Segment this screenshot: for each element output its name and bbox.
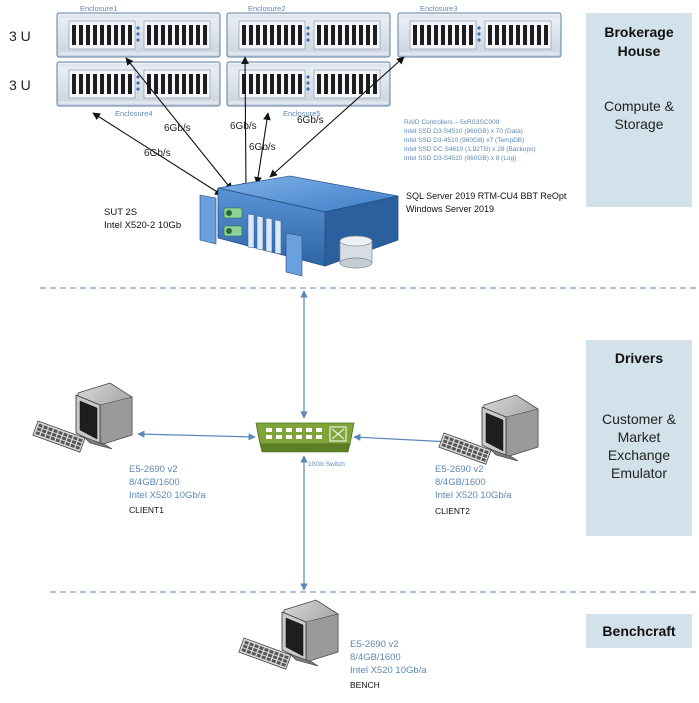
sas-link-enclosure4 <box>92 112 223 196</box>
sas-link-enclosure2 <box>241 56 250 191</box>
zone-brokerage-house: Brokerage House Compute & Storage <box>586 13 692 207</box>
bench-workstation-icon <box>238 599 339 670</box>
client-spec-line: E5-2690 v2 <box>435 464 484 475</box>
client-name-bench: BENCH <box>350 680 380 690</box>
client-spec-line: 8/4GB/1600 <box>435 477 486 488</box>
client-spec-line: 8/4GB/1600 <box>129 477 180 488</box>
client-name-2: CLIENT2 <box>435 506 470 516</box>
server-software-line: SQL Server 2019 RTM-CU4 BBT ReOpt <box>406 191 567 201</box>
storage-specs: RAID Controllers – 5xRS3SC008 Intel SSD … <box>404 119 536 162</box>
zone-benchcraft: Benchcraft <box>586 614 692 648</box>
client-spec-line: E5-2690 v2 <box>350 639 399 650</box>
zone-title-drivers: Drivers <box>614 350 664 366</box>
enclosure-label-2: Enclosure2 <box>248 4 286 13</box>
disk-enclosure-4 <box>56 61 221 107</box>
disk-enclosure-3 <box>397 12 562 58</box>
storage-spec-line: Intel SSD D3-S4510 (960GB) x 8 (Log) <box>404 155 516 162</box>
sas-link-enclosure3 <box>269 56 405 178</box>
disk-enclosure-5 <box>226 61 391 107</box>
client-spec-line: Intel X520 10Gb/a <box>350 665 427 676</box>
storage-spec-line: Intel SSD D3-S4510 (960GB) x 70 (Data) <box>404 128 523 135</box>
zone-title-brokerage: Brokerage House <box>604 24 674 59</box>
database-icon <box>339 235 373 269</box>
server-nic: Intel X520-2 10Gb <box>104 220 181 231</box>
client1-workstation-icon <box>32 382 133 453</box>
link-speed-label-4: 6Gb/s <box>249 142 276 153</box>
zone-drivers: Drivers Customer & Market Exchange Emula… <box>586 340 692 536</box>
zone-subtitle-drivers: Customer & Market Exchange Emulator <box>602 411 676 481</box>
network-links <box>137 290 471 591</box>
client-spec-line: Intel X520 10Gb/a <box>129 490 206 501</box>
sas-links <box>92 56 405 196</box>
sut-server <box>199 175 399 277</box>
link-speed-label-1: 6Gb/s <box>164 123 191 134</box>
server-software-line: Windows Server 2019 <box>406 204 494 214</box>
switch-label: 10Gb Switch <box>308 461 345 468</box>
storage-spec-line: Intel SSD DC S4610 (1.92TB) x 28 (Backup… <box>404 146 536 153</box>
server-name: SUT 2S <box>104 207 137 218</box>
link-speed-label-3: 6Gb/s <box>230 121 257 132</box>
disk-enclosure-2 <box>226 12 391 58</box>
client-spec-line: E5-2690 v2 <box>129 464 178 475</box>
link-speed-label-2: 6Gb/s <box>144 148 171 159</box>
zone-title-benchcraft: Benchcraft <box>602 623 676 639</box>
network-switch <box>255 422 355 453</box>
enclosure-label-3: Enclosure3 <box>420 4 458 13</box>
enclosure-label-1: Enclosure1 <box>80 4 118 13</box>
sas-link-enclosure5 <box>254 112 271 185</box>
zone-subtitle-brokerage: Compute & Storage <box>603 98 675 132</box>
link-client1-switch <box>137 430 256 441</box>
link-speed-label-5: 6Gb/s <box>297 115 324 126</box>
storage-spec-line: Intel SSD D3-4510 (960GB) x7 (TempDB) <box>404 137 524 144</box>
client2-workstation-icon <box>438 394 539 465</box>
client-spec-line: Intel X520 10Gb/a <box>435 490 512 501</box>
storage-spec-line: RAID Controllers – 5xRS3SC008 <box>404 119 500 126</box>
disk-enclosure-1 <box>56 12 221 58</box>
rack-unit-label-row1: 3 U <box>9 28 31 44</box>
client-name-1: CLIENT1 <box>129 505 164 515</box>
client-spec-line: 8/4GB/1600 <box>350 652 401 663</box>
enclosure-label-4: Enclosure4 <box>115 109 153 118</box>
rack-unit-label-row2: 3 U <box>9 77 31 93</box>
